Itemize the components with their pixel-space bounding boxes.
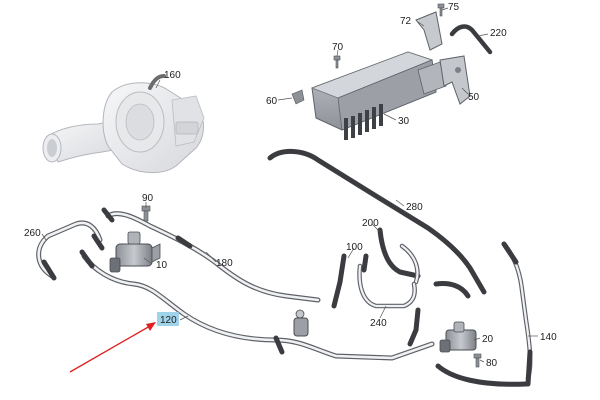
callout-80[interactable]: 80 [486, 358, 498, 369]
callout-140[interactable]: 140 [540, 332, 557, 343]
callout-260[interactable]: 260 [24, 228, 41, 239]
callout-180[interactable]: 180 [216, 258, 233, 269]
callout-280[interactable]: 280 [406, 202, 423, 213]
hose-120 [79, 249, 435, 361]
callout-220[interactable]: 220 [490, 28, 507, 39]
hose-segment-right [433, 281, 471, 299]
pointer-arrow [69, 322, 156, 373]
hose-220 [449, 24, 493, 55]
callout-90[interactable]: 90 [142, 193, 154, 204]
callout-labels: 160 60 70 72 75 220 50 30 90 260 10 180 … [24, 2, 557, 369]
hose-280 [267, 149, 487, 295]
callout-160[interactable]: 160 [164, 70, 181, 81]
hose-segment-lower [407, 307, 421, 347]
check-valve [439, 321, 477, 353]
solenoid-valve [109, 231, 161, 273]
callout-100[interactable]: 100 [346, 242, 363, 253]
hose-240 [357, 253, 417, 309]
callout-75[interactable]: 75 [448, 2, 460, 13]
callout-200[interactable]: 200 [362, 218, 379, 229]
secondary-air-pump [42, 74, 205, 173]
hose-200 [377, 227, 421, 279]
hose-100 [331, 253, 347, 309]
screw-icon [141, 3, 482, 368]
hose-260 [36, 220, 105, 281]
hose-200-light [399, 243, 420, 285]
hose-180 [101, 207, 321, 303]
mounting-bracket [439, 55, 471, 105]
callout-120-highlight[interactable]: 120 [157, 312, 179, 326]
callout-50[interactable]: 50 [468, 92, 480, 103]
t-connector [293, 309, 309, 337]
callout-60[interactable]: 60 [266, 96, 278, 107]
callout-20[interactable]: 20 [482, 334, 494, 345]
callout-240[interactable]: 240 [370, 318, 387, 329]
callout-10[interactable]: 10 [156, 260, 168, 271]
air-pump-control-box [310, 51, 447, 140]
callout-70[interactable]: 70 [332, 42, 344, 53]
callout-30[interactable]: 30 [398, 116, 410, 127]
holder-bracket [415, 11, 443, 51]
leader-lines [41, 7, 538, 363]
hose-140 [435, 241, 533, 387]
callout-120[interactable]: 120 [160, 315, 177, 326]
callout-72[interactable]: 72 [400, 16, 412, 27]
